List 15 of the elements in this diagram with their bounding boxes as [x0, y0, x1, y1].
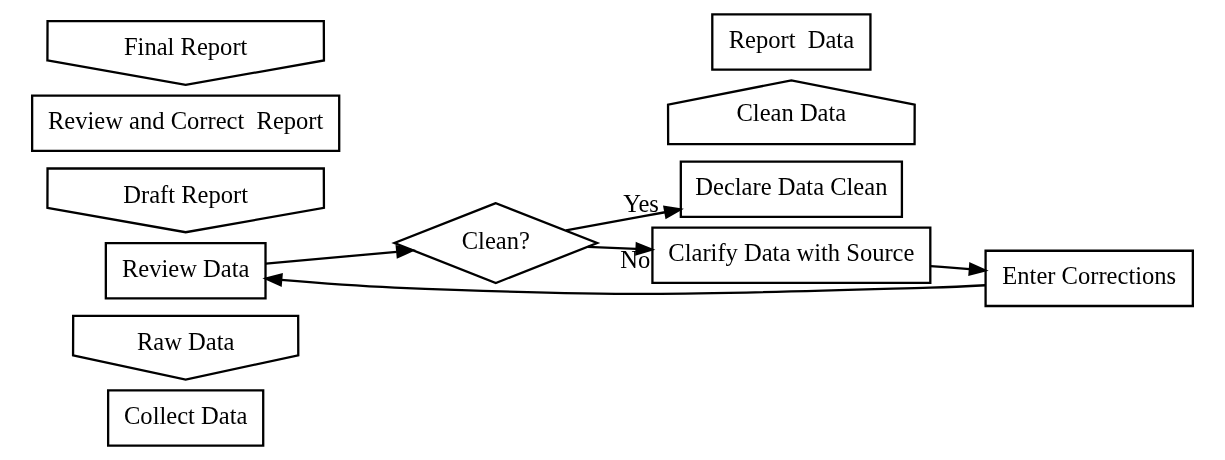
arrow	[930, 262, 989, 277]
node-box: Collect Data	[107, 389, 265, 447]
node-diamond: Clean?	[391, 201, 601, 285]
arrow	[587, 241, 656, 256]
node-box: Report Data	[711, 13, 872, 71]
arrow	[265, 244, 417, 265]
node-box: Review and Correct Report	[31, 94, 341, 153]
node-box: Declare Data Clean	[679, 160, 904, 219]
node-box: Enter Corrections	[984, 249, 1194, 308]
arrow	[262, 273, 986, 295]
edge-label: No	[620, 245, 651, 273]
node-box: Review Data	[104, 241, 267, 300]
edge-label: Yes	[623, 189, 659, 217]
arrow	[565, 205, 684, 232]
node-box: Clarify Data with Source	[651, 226, 932, 285]
